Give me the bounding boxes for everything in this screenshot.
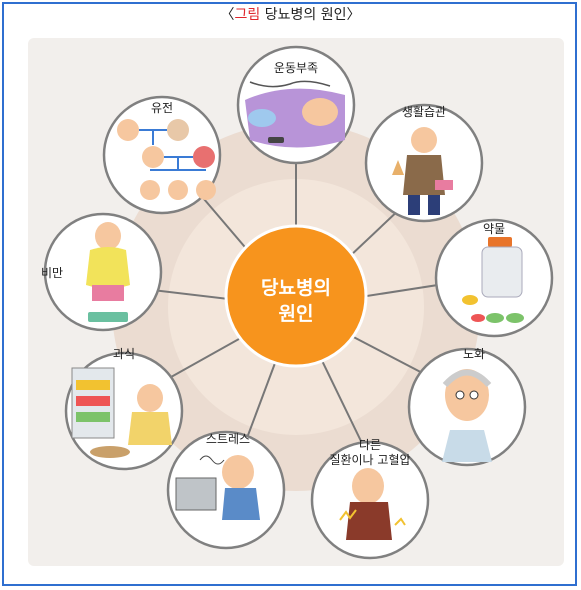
- title-bracket-left: 〈: [220, 7, 235, 23]
- title-bracket-right: 〉: [346, 7, 361, 23]
- computer-monitor-icon: [175, 477, 217, 511]
- cause-overeating: 과식: [64, 347, 184, 471]
- center-circle: [224, 224, 368, 368]
- label-overeating: 과식: [113, 347, 135, 361]
- cause-lifestyle: 생활습관: [364, 103, 484, 223]
- label-aging: 노화: [463, 347, 485, 361]
- label-lifestyle: 생활습관: [402, 105, 446, 119]
- stressed-person-icon: [222, 455, 254, 489]
- pain-mark-icon: [339, 509, 357, 521]
- pillow-icon: [248, 109, 276, 127]
- eating-person-icon: [137, 384, 163, 412]
- cause-obesity: 비만: [41, 212, 163, 332]
- cause-stress: 스트레스: [166, 430, 286, 550]
- cause-lack-of-exercise: 운동부족: [236, 45, 356, 165]
- center-line2: 원인: [279, 303, 314, 325]
- bottle-cap-icon: [488, 237, 512, 247]
- ice-cream-icon: [392, 160, 404, 175]
- obese-person-icon: [95, 222, 121, 250]
- label-other-2: 질환이나 고혈압: [329, 453, 410, 467]
- remote-icon: [268, 137, 284, 143]
- cause-heredity: 유전: [102, 95, 222, 215]
- label-heredity: 유전: [151, 101, 173, 115]
- figure-title: 〈그림 당뇨병의 원인〉: [0, 4, 581, 24]
- label-obesity: 비만: [41, 266, 63, 280]
- scale-icon: [88, 312, 128, 322]
- cause-medication: 약물: [434, 218, 554, 338]
- snack-box-icon: [435, 180, 453, 190]
- label-stress: 스트레스: [206, 432, 250, 446]
- medicine-bottle-icon: [481, 246, 523, 298]
- stress-scribble-icon: [199, 455, 225, 465]
- sick-person-icon: [352, 468, 384, 504]
- title-text: 당뇨병의 원인: [260, 7, 347, 23]
- sleeping-person-icon: [302, 98, 338, 126]
- label-lack-of-exercise: 운동부족: [274, 61, 318, 75]
- cause-other-diseases: 다른 질환이나 고혈압: [310, 438, 430, 560]
- elderly-face-icon: [445, 369, 489, 421]
- title-figure-label: 그림: [234, 7, 261, 23]
- label-medication: 약물: [483, 221, 505, 236]
- label-other-1: 다른: [359, 438, 381, 452]
- family-tree-icon: [117, 119, 139, 141]
- man-head-icon: [411, 127, 437, 153]
- cause-aging: 노화: [407, 347, 527, 467]
- pill-icon: [462, 295, 478, 305]
- center-line1: 당뇨병의: [261, 277, 331, 299]
